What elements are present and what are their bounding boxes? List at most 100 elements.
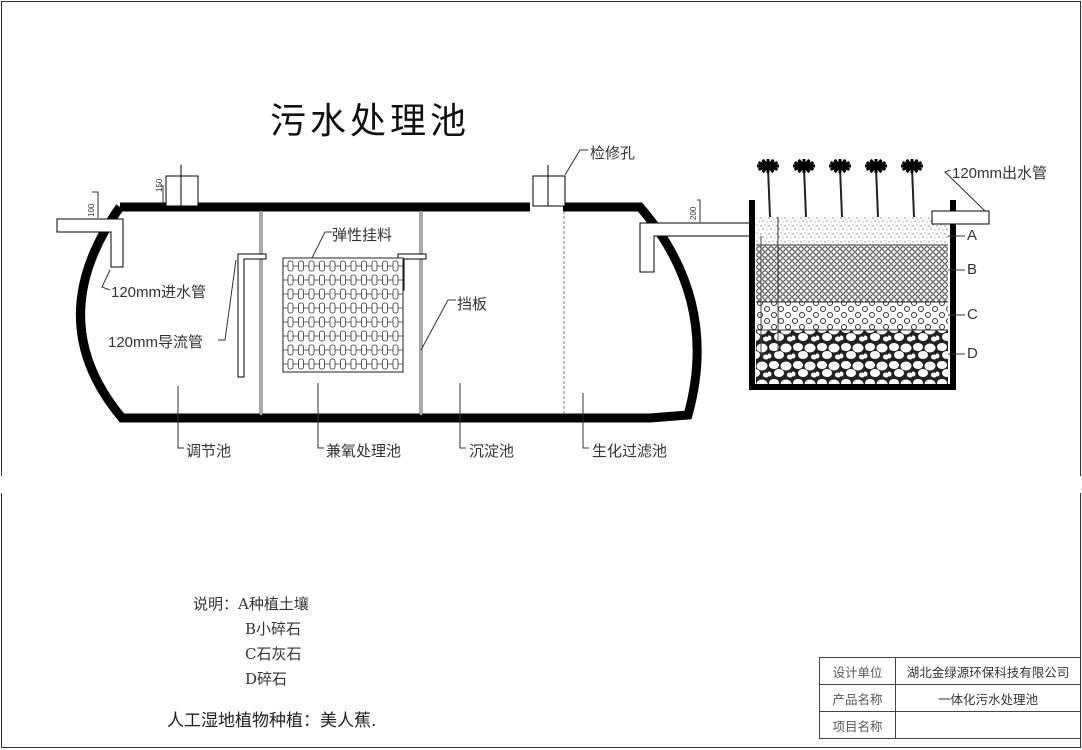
filler-cell <box>371 288 378 300</box>
note-item: D碎石 <box>245 670 288 688</box>
filler-cell <box>308 358 315 370</box>
tank-shell <box>76 202 702 423</box>
vent-riser <box>165 175 199 207</box>
filler-cell <box>340 288 346 300</box>
filler-cell <box>361 274 367 286</box>
filler-cell <box>340 302 346 314</box>
filler-cell <box>298 260 304 272</box>
title-block-value <box>895 711 1080 739</box>
drawing-frame-bottom <box>1 493 1081 748</box>
filler-cell <box>298 302 304 314</box>
filler-cell <box>298 288 304 300</box>
elastic-filler-grid <box>282 257 404 373</box>
filler-cell <box>329 274 336 286</box>
dim-150: 150 <box>155 178 164 192</box>
filler-cell <box>298 330 304 342</box>
title-block-row: 项目名称 <box>819 711 1080 739</box>
title-block-key: 产品名称 <box>819 684 896 712</box>
label-regulating-tank: 调节池 <box>186 442 232 460</box>
filler-cell <box>340 316 346 328</box>
filler-cell <box>287 260 294 272</box>
filler-cell <box>287 344 294 356</box>
layer-b-small-gravel <box>756 245 948 302</box>
filler-cell <box>361 288 367 300</box>
plant-icon <box>901 158 923 218</box>
filler-cell <box>340 260 346 272</box>
plant-icon <box>757 158 779 218</box>
filler-cell <box>287 288 294 300</box>
filler-cell <box>329 330 336 342</box>
filler-cell <box>382 344 388 356</box>
filler-cell <box>392 316 399 328</box>
filler-cell <box>308 344 315 356</box>
filler-cell <box>298 344 304 356</box>
filler-cell <box>319 288 325 300</box>
filler-cell <box>371 316 378 328</box>
manhole-riser <box>532 175 566 207</box>
diagram-title: 污水处理池 <box>270 101 471 142</box>
plant-icon <box>793 158 815 218</box>
filler-cell <box>392 330 399 342</box>
label-layer-b: B <box>967 261 978 278</box>
filler-cell <box>350 344 357 356</box>
layer-d-gravel <box>756 330 948 384</box>
filler-cell <box>329 260 336 272</box>
drawing-frame-top <box>1 1 1081 476</box>
note-item: B小碎石 <box>245 620 302 638</box>
filler-cell <box>329 358 336 370</box>
filler-cell <box>392 344 399 356</box>
filler-cell <box>371 274 378 286</box>
filler-cell <box>382 274 388 286</box>
filler-cell <box>308 302 315 314</box>
notes: 说明：A种植土壤 B小碎石 C石灰石 D碎石 <box>193 592 309 692</box>
title-block-key: 项目名称 <box>819 711 896 739</box>
filler-cell <box>392 260 399 272</box>
filler-cell <box>340 330 346 342</box>
plant-icon <box>829 158 851 218</box>
filler-cell <box>329 302 336 314</box>
filler-cell <box>350 260 357 272</box>
label-inlet-pipe: 120mm进水管 <box>111 284 207 301</box>
filler-cell <box>319 302 325 314</box>
filler-cell <box>371 302 378 314</box>
label-baffle: 挡板 <box>457 295 488 313</box>
label-settling-tank: 沉淀池 <box>469 442 515 460</box>
layer-a-soil <box>756 217 948 245</box>
filler-cell <box>340 344 346 356</box>
note-item: C石灰石 <box>245 645 302 663</box>
filler-cell <box>308 330 315 342</box>
filler-cell <box>329 316 336 328</box>
filler-cell <box>329 288 336 300</box>
filler-cell <box>319 274 325 286</box>
filler-cell <box>371 330 378 342</box>
filler-cell <box>308 288 315 300</box>
filler-cell <box>319 316 325 328</box>
filler-cell <box>382 316 388 328</box>
filler-cell <box>350 316 357 328</box>
filler-cell <box>298 274 304 286</box>
dim-200: 200 <box>689 206 698 220</box>
note-item: A种植土壤 <box>238 595 309 613</box>
filler-cell <box>319 358 325 370</box>
filler-cell <box>308 260 315 272</box>
filler-cell <box>392 302 399 314</box>
label-layer-d: D <box>967 345 978 362</box>
filler-cell <box>287 358 294 370</box>
filler-cell <box>308 316 315 328</box>
filler-cell <box>350 302 357 314</box>
filler-cell <box>392 274 399 286</box>
dim-100: 100 <box>87 203 96 217</box>
filler-cell <box>361 344 367 356</box>
label-facultative-tank: 兼氧处理池 <box>326 442 402 460</box>
filler-cell <box>319 330 325 342</box>
filler-cell <box>361 260 367 272</box>
filler-cell <box>382 330 388 342</box>
filler-cell <box>319 260 325 272</box>
filler-cell <box>350 330 357 342</box>
filler-cell <box>298 316 304 328</box>
filler-cell <box>392 288 399 300</box>
filler-cell <box>371 344 378 356</box>
title-block-row: 设计单位 湖北金绿源环保科技有限公司 <box>819 657 1080 685</box>
plant-icon <box>865 158 887 218</box>
